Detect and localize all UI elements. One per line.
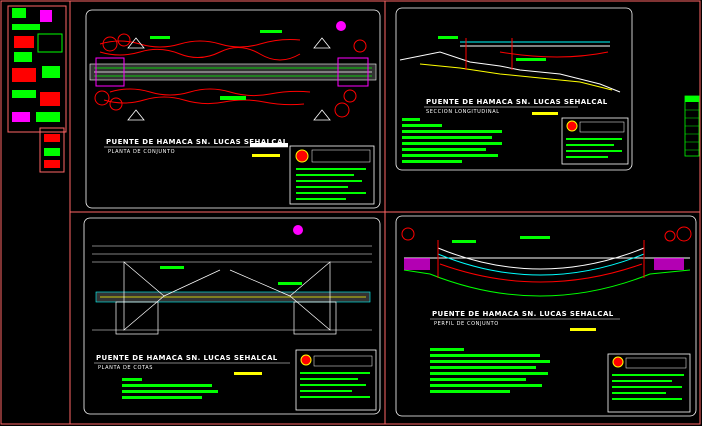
cable-stays [115, 261, 337, 335]
title-block [607, 353, 691, 413]
sheet-perfil-conjunto[interactable]: PUENTE DE HAMACA SN. LUCAS SEHALCAL PERF… [395, 215, 697, 417]
terrain-profile [399, 38, 621, 93]
notes-block [402, 118, 502, 163]
sheet-subtitle: PLANTA DE CONJUNTO [108, 149, 175, 155]
sheet-title: PUENTE DE HAMACA SN. LUCAS SEHALCAL [106, 138, 288, 146]
north-arrow [293, 225, 303, 235]
title-block [561, 117, 629, 165]
sheet-title: PUENTE DE HAMACA SN. LUCAS SEHALCAL [96, 354, 278, 362]
title-block [295, 349, 377, 411]
sheet-subtitle: PERFIL DE CONJUNTO [434, 321, 499, 327]
north-arrow [336, 21, 346, 31]
sheet-title: PUENTE DE HAMACA SN. LUCAS SEHALCAL [432, 310, 614, 318]
sheet-title: PUENTE DE HAMACA SN. LUCAS SEHALCAL [426, 98, 608, 106]
detail-sheet-thumbnails [7, 5, 67, 173]
sheet-planta-cotas[interactable]: PUENTE DE HAMACA SN. LUCAS SEHALCAL PLAN… [83, 217, 381, 415]
sheet-planta-conjunto[interactable]: PUENTE DE HAMACA SN. LUCAS SEHALCAL PLAN… [85, 9, 381, 209]
anchor-triangles [127, 37, 331, 121]
title-block [289, 145, 375, 205]
river-plan [99, 39, 311, 106]
sheet-subtitle: SECCION LONGITUDINAL [426, 109, 500, 115]
sheet-subtitle: PLANTA DE COTAS [98, 365, 153, 371]
trees [94, 33, 367, 118]
bridge-deck-plan [95, 291, 371, 303]
trees [401, 226, 692, 242]
notes-block [122, 378, 218, 399]
dimension-lines [92, 245, 372, 331]
sheet-seccion-longitudinal[interactable]: PUENTE DE HAMACA SN. LUCAS SEHALCAL SECC… [395, 7, 633, 171]
bridge-deck-plan [89, 57, 377, 87]
notes-block [430, 348, 550, 393]
suspension-profile [403, 240, 691, 297]
layer-legend [684, 95, 700, 157]
